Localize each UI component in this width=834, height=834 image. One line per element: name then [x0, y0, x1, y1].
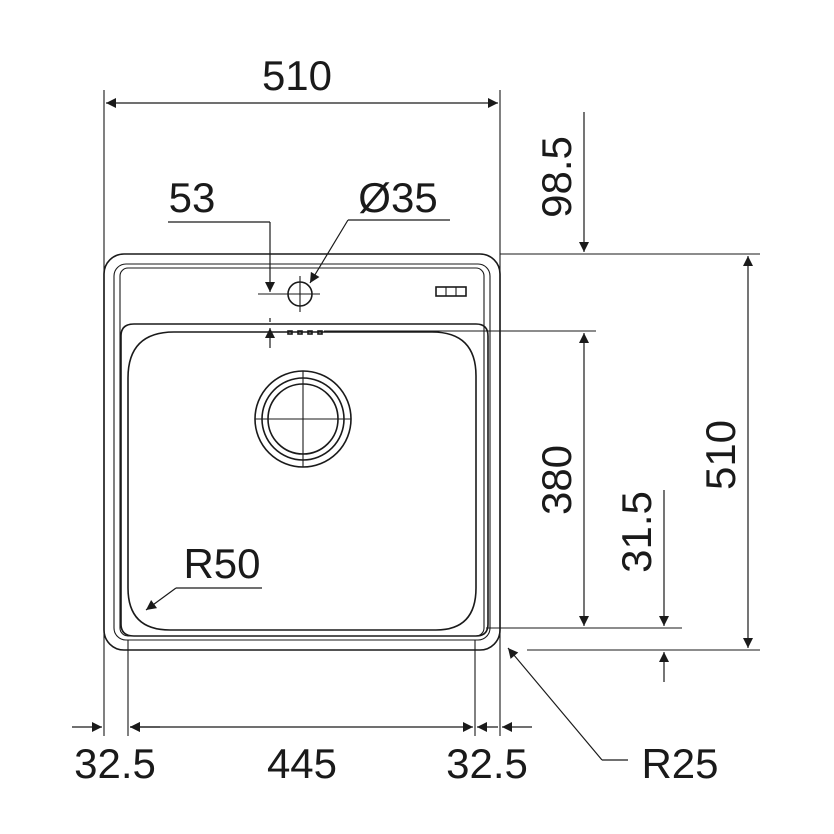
- bowl-outer: [120, 323, 489, 637]
- bowl-inner: [127, 331, 477, 631]
- dim-top-width: 510: [106, 52, 498, 108]
- dim-bowl-radius: R50: [145, 540, 262, 611]
- sink-body: [103, 253, 501, 651]
- label-total-length: 510: [697, 420, 744, 490]
- dim-corner-radius: R25: [507, 647, 719, 787]
- label-bottom-offset: 31.5: [613, 491, 660, 573]
- label-right-margin: 32.5: [446, 740, 528, 787]
- label-bowl-length: 380: [533, 445, 580, 515]
- brand-plate: [435, 286, 467, 297]
- tap-hole: [258, 276, 320, 312]
- dim-bottom-offset: 31.5: [613, 490, 669, 682]
- label-tap-offset: 53: [169, 174, 216, 221]
- drain: [254, 370, 352, 468]
- label-corner-radius: R25: [641, 740, 718, 787]
- sink-rim-inner-line: [113, 263, 491, 641]
- label-bowl-width: 445: [267, 740, 337, 787]
- label-top-width: 510: [262, 52, 332, 99]
- label-top-offset: 98.5: [533, 136, 580, 218]
- dim-total-length: 510: [697, 256, 753, 648]
- dim-bowl-length: 380: [533, 333, 589, 626]
- overflow-holes: [287, 330, 323, 335]
- label-left-margin: 32.5: [74, 740, 156, 787]
- extension-lines: [103, 90, 760, 736]
- dim-tap-offset: 53: [168, 174, 275, 348]
- sink-outer-rim: [103, 253, 501, 651]
- dim-tap-diameter: Ø35: [309, 174, 450, 284]
- label-tap-diameter: Ø35: [358, 174, 437, 221]
- dim-bottom-chain: 32.5 445 32.5: [72, 722, 532, 787]
- label-bowl-radius: R50: [183, 540, 260, 587]
- dim-top-offset: 98.5: [533, 112, 589, 252]
